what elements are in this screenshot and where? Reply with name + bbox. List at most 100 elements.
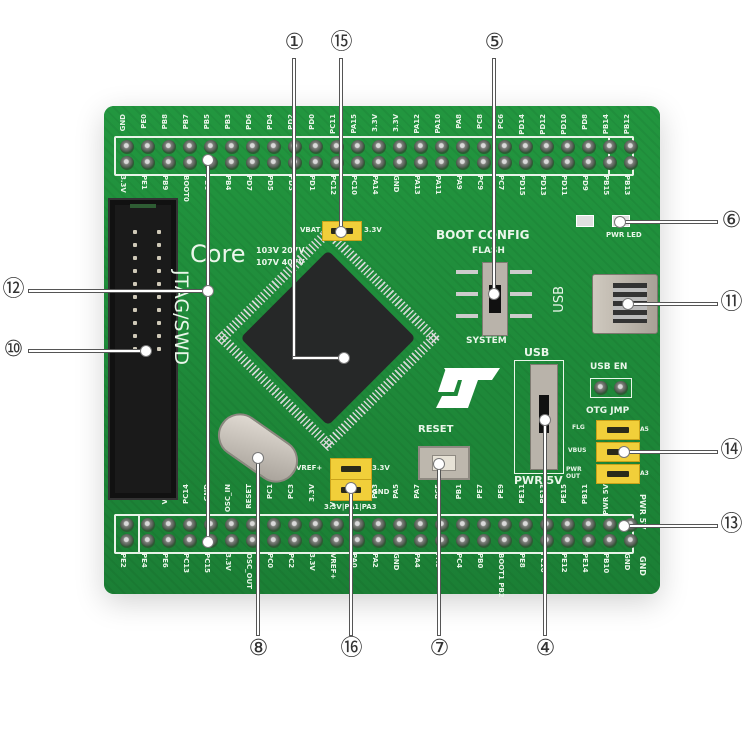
header-pin (119, 156, 134, 170)
pin-label: PE8 (518, 553, 526, 568)
pin-label: PC1 (266, 484, 274, 500)
vref-label: VREF+ (296, 464, 323, 472)
jumper-cap (607, 427, 629, 433)
otg-right-a5: A5 (640, 426, 649, 433)
otg-right-a3: A3 (640, 470, 649, 477)
callout-dot-8 (252, 452, 264, 464)
header-pin (623, 156, 638, 170)
pin-label: PD5 (266, 175, 274, 191)
leader-line-6 (622, 220, 718, 224)
header-pin (182, 518, 197, 532)
header-pin (560, 140, 575, 154)
header-pin (161, 518, 176, 532)
header-pin (308, 140, 323, 154)
header-pin (266, 156, 281, 170)
leader-line-15 (339, 58, 343, 234)
callout-dot-12-bottom (202, 536, 214, 548)
header-pin (161, 534, 176, 548)
leader-line-11 (630, 302, 718, 306)
pin-label: PD12 (539, 114, 547, 135)
pin-label: PA9 (455, 175, 463, 190)
pin-label: PE14 (581, 553, 589, 573)
callout-dot-12-mid (202, 285, 214, 297)
leader-line-4 (543, 420, 547, 636)
pin-label: PC10 (350, 175, 358, 196)
jtag-swd-label: JTAG/SWD (170, 270, 192, 365)
leader-line-14 (626, 450, 718, 454)
otg-row-vbus: VBUS (568, 447, 587, 454)
pin-label: PB1 (455, 484, 463, 500)
vref-jumper-upper[interactable] (330, 458, 372, 480)
callout-dot-5 (488, 288, 500, 300)
jtag-pin (133, 243, 137, 247)
header-pin (560, 534, 575, 548)
header-pin (518, 156, 533, 170)
pin-label: OSC_IN (224, 484, 232, 513)
pin-label: PC0 (266, 553, 274, 569)
gnd-pin-label: GND (638, 556, 647, 576)
header-pin (371, 156, 386, 170)
leader-line-12-vertical (206, 158, 210, 544)
pin-label: PB3 (224, 114, 232, 130)
pin-label: GND (119, 114, 127, 132)
pin-label: PC11 (329, 114, 337, 135)
variant-line-1: 103V 207V (256, 246, 305, 255)
header-pin (434, 156, 449, 170)
callout-dot-11 (622, 298, 634, 310)
otg-row-pwrout: PWR OUT (566, 466, 582, 480)
header-pin (224, 518, 239, 532)
header-pin (308, 534, 323, 548)
header-pin (140, 518, 155, 532)
jtag-pin (133, 334, 137, 338)
pin-label: PC13 (182, 553, 190, 574)
pin-label: PA0 (350, 553, 358, 568)
header-pin (245, 156, 260, 170)
pin-label: PC8 (476, 114, 484, 130)
header-pin (623, 534, 638, 548)
pin-label: PE0 (140, 114, 148, 129)
pin-label: PE2 (119, 553, 127, 568)
header-pin (413, 518, 428, 532)
header-pin (224, 534, 239, 548)
otg-jumper-flg[interactable] (596, 420, 640, 440)
boot-system-label: SYSTEM (466, 336, 507, 346)
jtag-pin (157, 295, 161, 299)
leader-line-10 (28, 349, 148, 353)
pin-label: PD15 (518, 175, 526, 196)
header-pin (119, 140, 134, 154)
otg-jumper-pwrout[interactable] (596, 464, 640, 484)
jtag-pin (133, 295, 137, 299)
pin-label: PC9 (476, 175, 484, 191)
usb-en-label: USB EN (590, 362, 628, 372)
callout-14: ⑭ (720, 438, 743, 463)
leader-line-1 (292, 58, 296, 360)
header-pin (539, 156, 554, 170)
header-pin (497, 534, 512, 548)
leader-line-1-horizontal (292, 356, 342, 360)
header-pin (161, 156, 176, 170)
jtag-pin (157, 256, 161, 260)
callout-5: ⑤ (483, 30, 505, 55)
callout-1: ① (283, 30, 305, 55)
header-pin (581, 156, 596, 170)
header-pin (497, 156, 512, 170)
jtag-pin (157, 334, 161, 338)
jtag-pin-grid (128, 230, 166, 351)
pwr-led-label: PWR LED (606, 231, 642, 239)
pin-label: PB5 (203, 114, 211, 130)
jtag-pin (157, 321, 161, 325)
header-pin (560, 156, 575, 170)
header-pin (455, 534, 470, 548)
header-pin (455, 140, 470, 154)
jtag-pin (133, 230, 137, 234)
reset-button[interactable] (418, 446, 470, 480)
header-pin (308, 518, 323, 532)
header-pin (350, 518, 365, 532)
callout-dot-14 (618, 446, 630, 458)
pin-label: PE1 (140, 175, 148, 190)
pin-label: PC6 (497, 114, 505, 130)
pin-label: 3.3V (308, 553, 316, 571)
pin-label: PD6 (245, 114, 253, 130)
pin-label: PB10 (602, 553, 610, 574)
header-pin (602, 140, 617, 154)
